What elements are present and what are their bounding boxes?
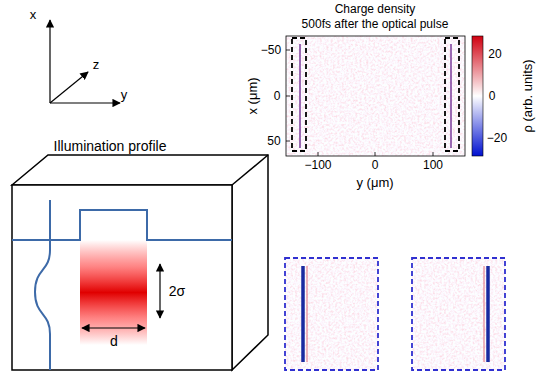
- axis-title: y (μm): [356, 176, 393, 189]
- tick-label: 20: [488, 48, 501, 60]
- axes: [50, 20, 120, 103]
- dimension-label: d: [110, 334, 118, 348]
- tick-label: 0: [372, 159, 379, 171]
- tick-label: −20: [487, 132, 507, 144]
- axis-label: x: [30, 8, 37, 21]
- axis-title: ρ (arb. units): [521, 59, 534, 132]
- panel-title: Illumination profile: [54, 139, 167, 153]
- tick-label: 100: [423, 159, 443, 171]
- tick-label: 0: [489, 90, 496, 102]
- tick-label: −100: [304, 159, 331, 171]
- axis-label: z: [93, 58, 100, 71]
- density-map: [286, 36, 483, 156]
- d-arrow: [82, 327, 145, 328]
- tophat-profile: [12, 210, 232, 240]
- axis-label: y: [121, 88, 128, 101]
- panel-title: Charge density: [335, 3, 416, 15]
- gaussian-profile: [35, 200, 50, 370]
- axis-title: x (μm): [246, 77, 259, 114]
- zoom-panels: [285, 258, 505, 370]
- illuminated-region: [80, 240, 147, 345]
- tick-label: −50: [261, 44, 281, 56]
- tick-label: 50: [267, 135, 280, 147]
- panel-subtitle: 500fs after the optical pulse: [302, 18, 449, 30]
- tick-label: 0: [274, 90, 281, 102]
- dimension-label: 2σ: [169, 284, 185, 298]
- sigma-arrow: [159, 264, 160, 318]
- sample-box: [12, 155, 268, 370]
